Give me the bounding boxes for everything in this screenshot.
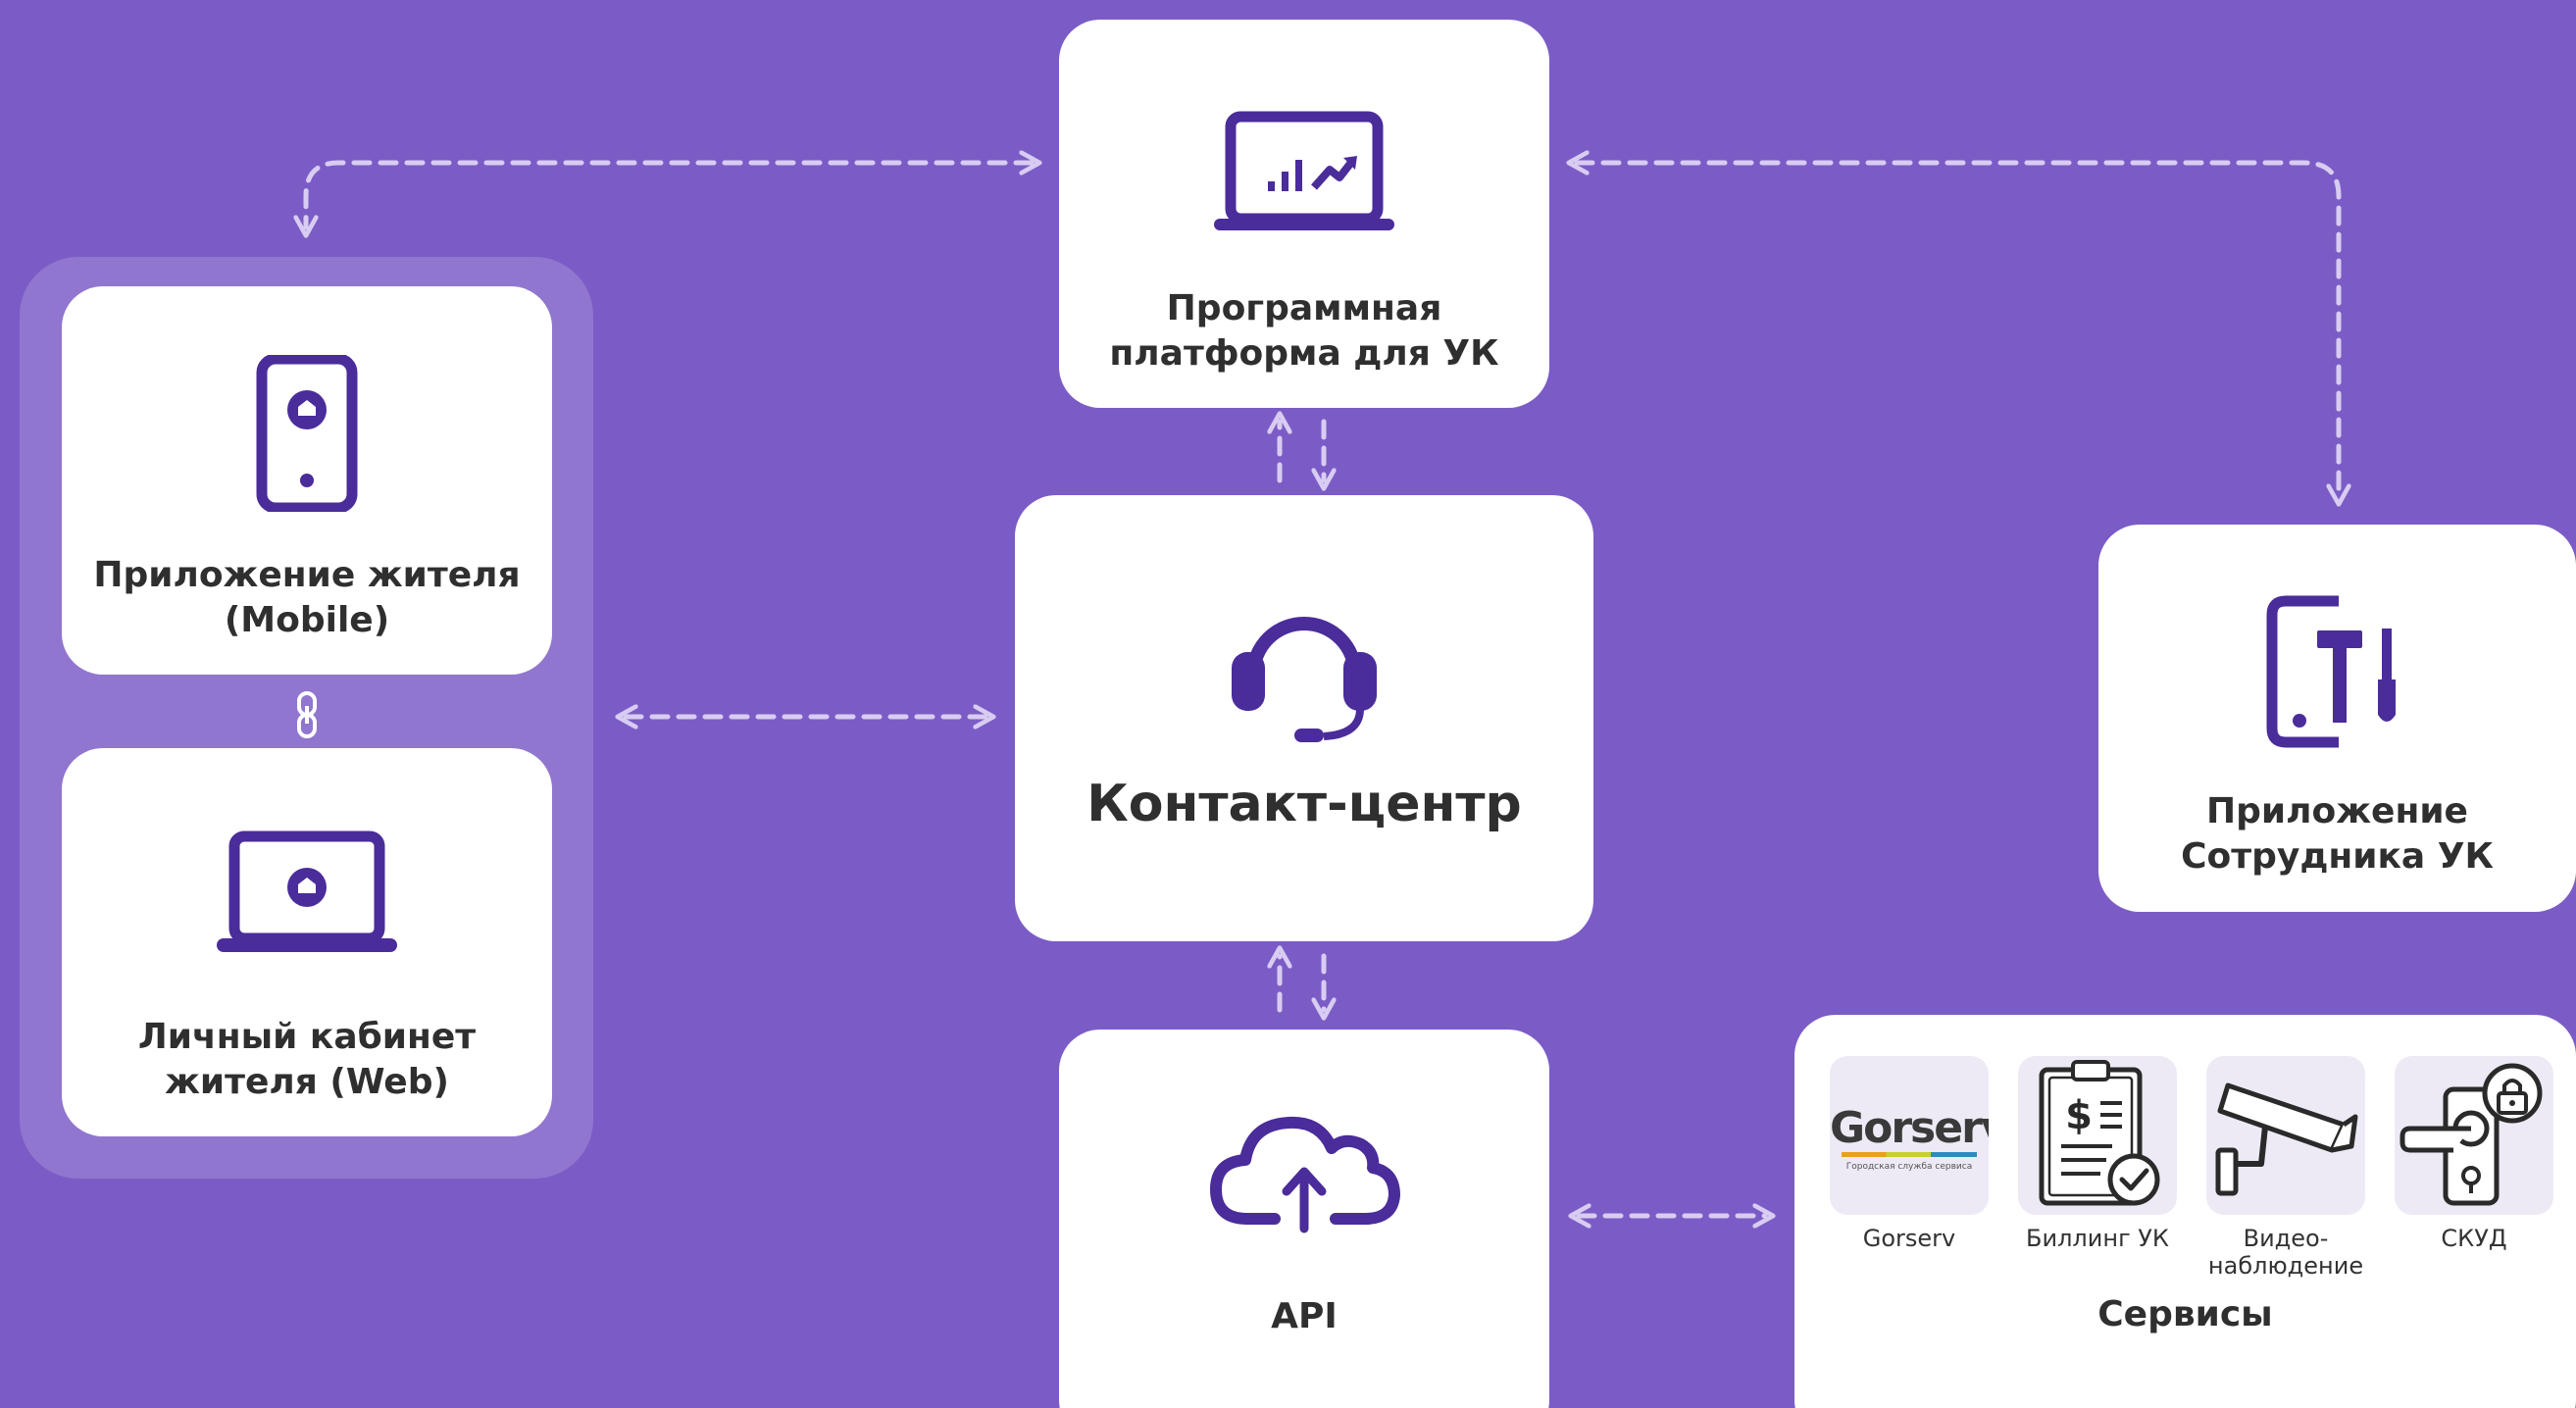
skud-tile <box>2395 1056 2553 1215</box>
services-card: Gorserv Городская служба сервиса Gorserv… <box>1794 1015 2576 1408</box>
service-label-gorserv: Gorserv <box>1862 1225 1956 1252</box>
platform-title-line2: платформа для УК <box>1109 333 1499 374</box>
door-lock-icon <box>2399 1063 2543 1206</box>
service-label-billing: Биллинг УК <box>2026 1225 2169 1252</box>
phone-home-icon <box>256 355 358 512</box>
contact-center-title: Контакт-центр <box>1086 775 1522 833</box>
resident-mobile-card: Приложение жителя (Mobile) <box>62 286 552 675</box>
gorserv-logo-subtext: Городская служба сервиса <box>1845 1162 1973 1172</box>
gorserv-logo: Gorserv <box>1830 1103 1989 1153</box>
staff-app-title-line2: Сотрудника УК <box>2181 836 2494 877</box>
cctv-tile <box>2206 1056 2365 1215</box>
connector-platform-to-staff <box>1577 163 2339 496</box>
billing-tile: $ <box>2018 1056 2177 1215</box>
staff-app-title-line1: Приложение <box>2206 791 2468 831</box>
contact-center-card: Контакт-центр <box>1015 495 1593 941</box>
resident-web-title-line1: Личный кабинет <box>137 1017 477 1057</box>
api-title: API <box>1271 1296 1338 1336</box>
service-label-cctv: Видео- наблюдение <box>2193 1225 2379 1280</box>
headset-icon <box>1232 617 1377 742</box>
service-label-cctv-line2: наблюдение <box>2207 1252 2364 1280</box>
services-title: Сервисы <box>2097 1294 2273 1334</box>
resident-web-title: Личный кабинет жителя (Web) <box>62 1015 552 1105</box>
tablet-tools-icon <box>2266 595 2396 748</box>
resident-mobile-title-line2: (Mobile) <box>224 600 390 640</box>
platform-card: Программная платформа для УК <box>1059 20 1549 408</box>
staff-app-title: Приложение Сотрудника УК <box>2098 789 2576 880</box>
gorserv-tile: Gorserv Городская служба сервиса <box>1830 1056 1989 1215</box>
platform-title: Программная платформа для УК <box>1059 286 1549 377</box>
cctv-camera-icon <box>2215 1082 2358 1196</box>
billing-clipboard-icon: $ <box>2039 1060 2160 1206</box>
platform-title-line1: Программная <box>1166 288 1442 328</box>
resident-mobile-title: Приложение жителя (Mobile) <box>62 553 552 643</box>
resident-web-card: Личный кабинет жителя (Web) <box>62 748 552 1136</box>
connector-platform-to-mobile <box>306 163 1032 227</box>
laptop-home-icon <box>217 830 397 952</box>
staff-app-card: Приложение Сотрудника УК <box>2098 525 2576 912</box>
link-chain-icon <box>297 691 317 738</box>
resident-web-title-line2: жителя (Web) <box>165 1062 449 1102</box>
gorserv-logo-stripe <box>1842 1152 1977 1157</box>
cloud-upload-icon <box>1210 1116 1400 1233</box>
svg-text:$: $ <box>2065 1093 2093 1138</box>
service-label-cctv-line1: Видео- <box>2243 1225 2329 1252</box>
service-label-skud: СКУД <box>2441 1225 2507 1252</box>
laptop-chart-icon <box>1214 111 1394 230</box>
api-card: API <box>1059 1030 1549 1408</box>
resident-mobile-title-line1: Приложение жителя <box>93 555 521 595</box>
